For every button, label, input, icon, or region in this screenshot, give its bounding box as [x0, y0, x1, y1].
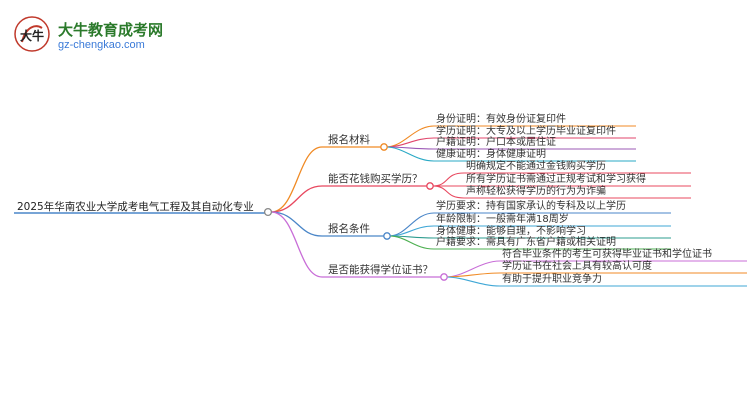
mindmap-root-label: 2025年华南农业大学成考电气工程及其自动化专业	[17, 201, 254, 213]
branch-label: 是否能获得学位证书？	[328, 264, 433, 276]
child-connector	[445, 276, 501, 287]
child-label: 身体健康：能够自理，不影响学习	[436, 226, 586, 237]
child-label: 学历要求：持有国家承认的专科及以上学历	[436, 201, 626, 212]
branch-label: 报名材料	[328, 134, 370, 146]
branch-node	[440, 273, 448, 281]
child-label: 户籍证明：户口本或居住证	[436, 137, 556, 148]
child-connector	[431, 185, 465, 199]
child-label: 年龄限制：一般需年满18周岁	[436, 214, 569, 225]
branch-label: 能否花钱购买学历？	[328, 173, 423, 185]
root-node	[263, 207, 273, 217]
branch-connector	[270, 146, 323, 213]
branch-node	[426, 182, 434, 190]
child-connector	[388, 212, 435, 237]
child-label: 符合毕业条件的考生可获得毕业证书和学位证书	[502, 249, 712, 260]
child-label: 声称轻松获得学历的行为为诈骗	[466, 186, 606, 197]
child-label: 学历证书在社会上具有较高认可度	[502, 261, 652, 272]
logo-url: gz-chengkao.com	[58, 39, 145, 51]
branch-label: 报名条件	[328, 223, 370, 235]
branch-connector	[270, 211, 323, 237]
child-connector	[385, 146, 435, 162]
child-label: 健康证明：身体健康证明	[436, 149, 546, 160]
child-label: 有助于提升职业竞争力	[502, 274, 602, 285]
branch-connector	[270, 211, 323, 278]
child-label: 所有学历证书需通过正规考试和学习获得	[466, 174, 646, 185]
child-label: 身份证明：有效身份证复印件	[436, 114, 566, 125]
branch-connector	[270, 185, 323, 213]
child-connector	[431, 172, 465, 187]
logo-site-name: 大牛教育成考网	[58, 21, 164, 39]
child-connector	[388, 235, 435, 250]
child-label: 明确规定不能通过金钱购买学历	[466, 161, 606, 172]
branch-node	[380, 143, 388, 151]
branch-node	[383, 232, 391, 240]
site-logo[interactable]: 大牛 大牛教育成考网 gz-chengkao.com	[14, 16, 164, 56]
child-connector	[385, 125, 435, 148]
child-connector	[445, 272, 501, 278]
logo-badge-icon: 大牛	[14, 16, 50, 52]
logo-badge-text: 大牛	[20, 28, 44, 43]
child-label: 户籍要求：需具有广东省户籍或相关证明	[436, 237, 616, 248]
child-label: 学历证明：大专及以上学历毕业证复印件	[436, 126, 616, 137]
